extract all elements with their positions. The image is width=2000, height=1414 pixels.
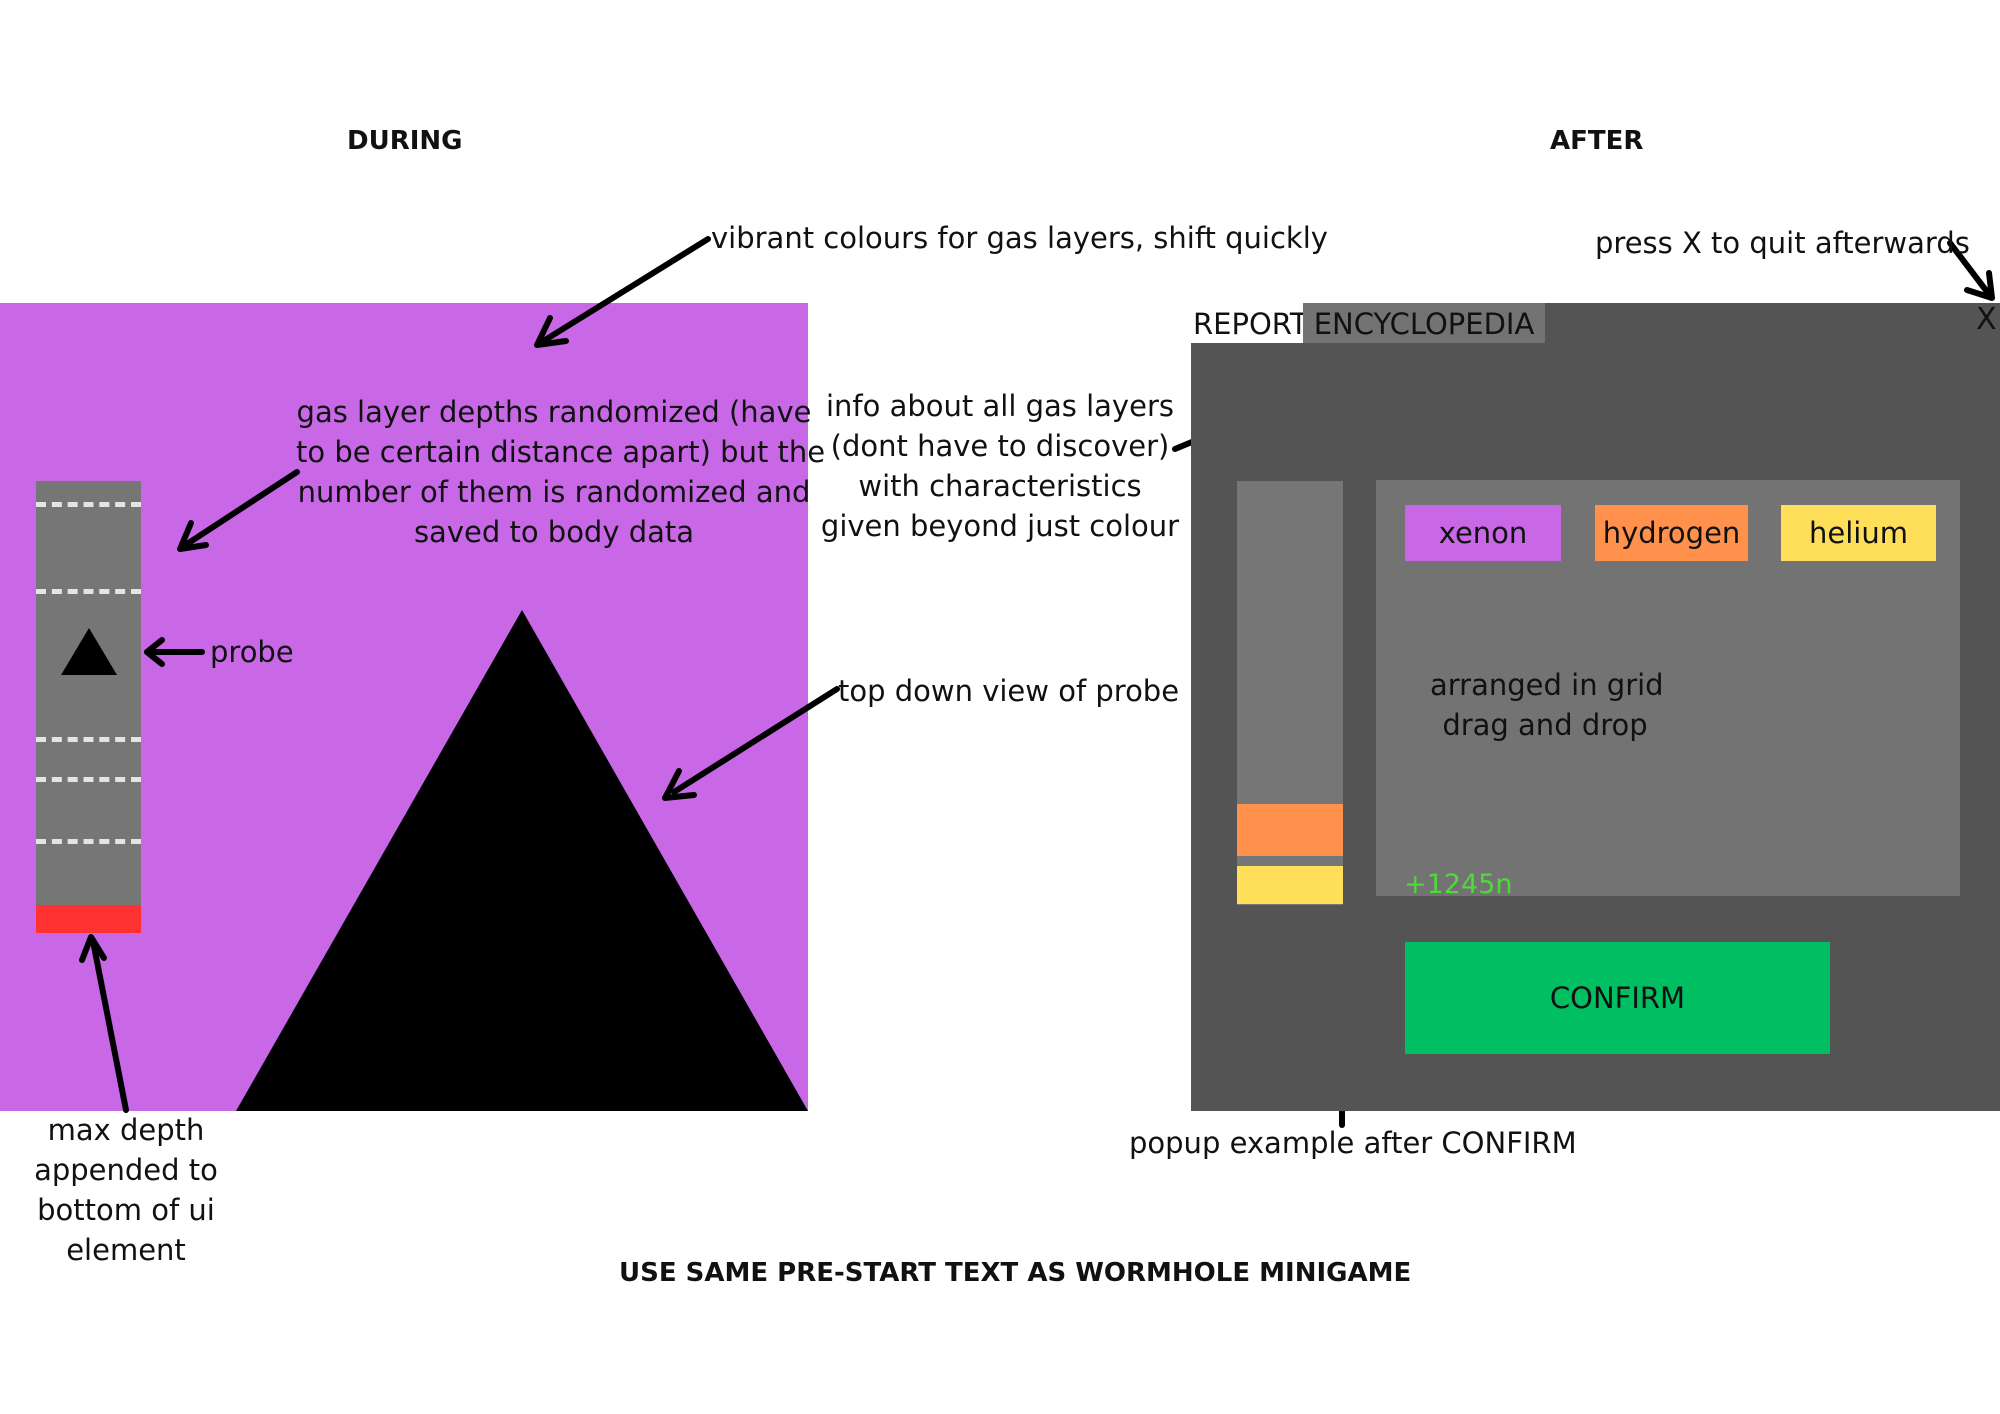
note-line: element <box>66 1233 186 1267</box>
arrow-line <box>1947 240 1991 296</box>
heading-during: DURING <box>347 126 463 156</box>
note-line: info about all gas layers <box>826 389 1174 423</box>
heading-after: AFTER <box>1550 126 1644 156</box>
note-encyclopedia-info: info about all gas layers (dont have to … <box>820 386 1180 546</box>
note-line: given beyond just colour <box>820 509 1180 543</box>
dropped-layer-hydrogen[interactable] <box>1237 804 1343 856</box>
note-line: saved to body data <box>413 515 695 549</box>
arrow-head <box>177 520 209 552</box>
note-line: to be certain distance apart) but the <box>296 435 826 469</box>
layer-marker <box>36 737 141 742</box>
gas-chip-helium[interactable]: helium <box>1781 505 1936 561</box>
note-line: arranged in grid <box>1430 668 1664 702</box>
probe-icon <box>61 628 117 675</box>
layer-marker <box>36 589 141 594</box>
note-popup: popup example after CONFIRM <box>1129 1126 1577 1160</box>
note-line: (dont have to discover) <box>830 429 1170 463</box>
note-line: max depth <box>47 1113 205 1147</box>
note-line: gas layer depths randomized (have <box>296 395 812 429</box>
gas-chip-xenon[interactable]: xenon <box>1405 505 1561 561</box>
note-line: bottom of ui <box>37 1193 215 1227</box>
arrow-head <box>79 934 107 963</box>
confirm-button[interactable]: CONFIRM <box>1405 942 1830 1054</box>
arrow-line <box>542 236 711 343</box>
footer-heading: USE SAME PRE-START TEXT AS WORMHOLE MINI… <box>619 1258 1412 1288</box>
note-vibrant-colours: vibrant colours for gas layers, shift qu… <box>711 221 1328 255</box>
note-probe: probe <box>210 635 294 669</box>
tab-report[interactable]: REPORT <box>1191 303 1308 343</box>
arrow-line <box>90 938 129 1113</box>
arrow-line <box>184 469 300 547</box>
gas-chip-hydrogen[interactable]: hydrogen <box>1595 505 1748 561</box>
layer-marker <box>36 839 141 844</box>
arrow-head <box>144 637 165 667</box>
tab-encyclopedia[interactable]: ENCYCLOPEDIA <box>1303 303 1545 343</box>
depth-bar <box>36 481 141 905</box>
note-top-down: top down view of probe <box>838 674 1180 708</box>
arrow-line <box>671 686 840 795</box>
arrow-head <box>534 315 569 348</box>
note-grid: arranged in grid drag and drop <box>1430 665 1664 745</box>
reward-text: +1245n <box>1404 869 1513 900</box>
arrow-head <box>1964 270 1995 301</box>
dropped-layer-helium[interactable] <box>1237 866 1343 904</box>
note-layer-depths: gas layer depths randomized (have to be … <box>296 392 826 552</box>
top-down-probe <box>236 610 808 1111</box>
close-button[interactable]: X <box>1976 302 1997 337</box>
layer-marker <box>36 777 141 782</box>
note-quit: press X to quit afterwards <box>1595 226 1970 260</box>
note-line: appended to <box>34 1153 218 1187</box>
note-line: drag and drop <box>1442 708 1648 742</box>
note-line: number of them is randomized and <box>297 475 811 509</box>
layer-marker <box>36 502 141 507</box>
note-line: with characteristics <box>858 469 1142 503</box>
arrow-head <box>662 768 697 801</box>
max-depth-indicator <box>36 905 141 933</box>
note-max-depth: max depth appended to bottom of ui eleme… <box>16 1110 236 1270</box>
